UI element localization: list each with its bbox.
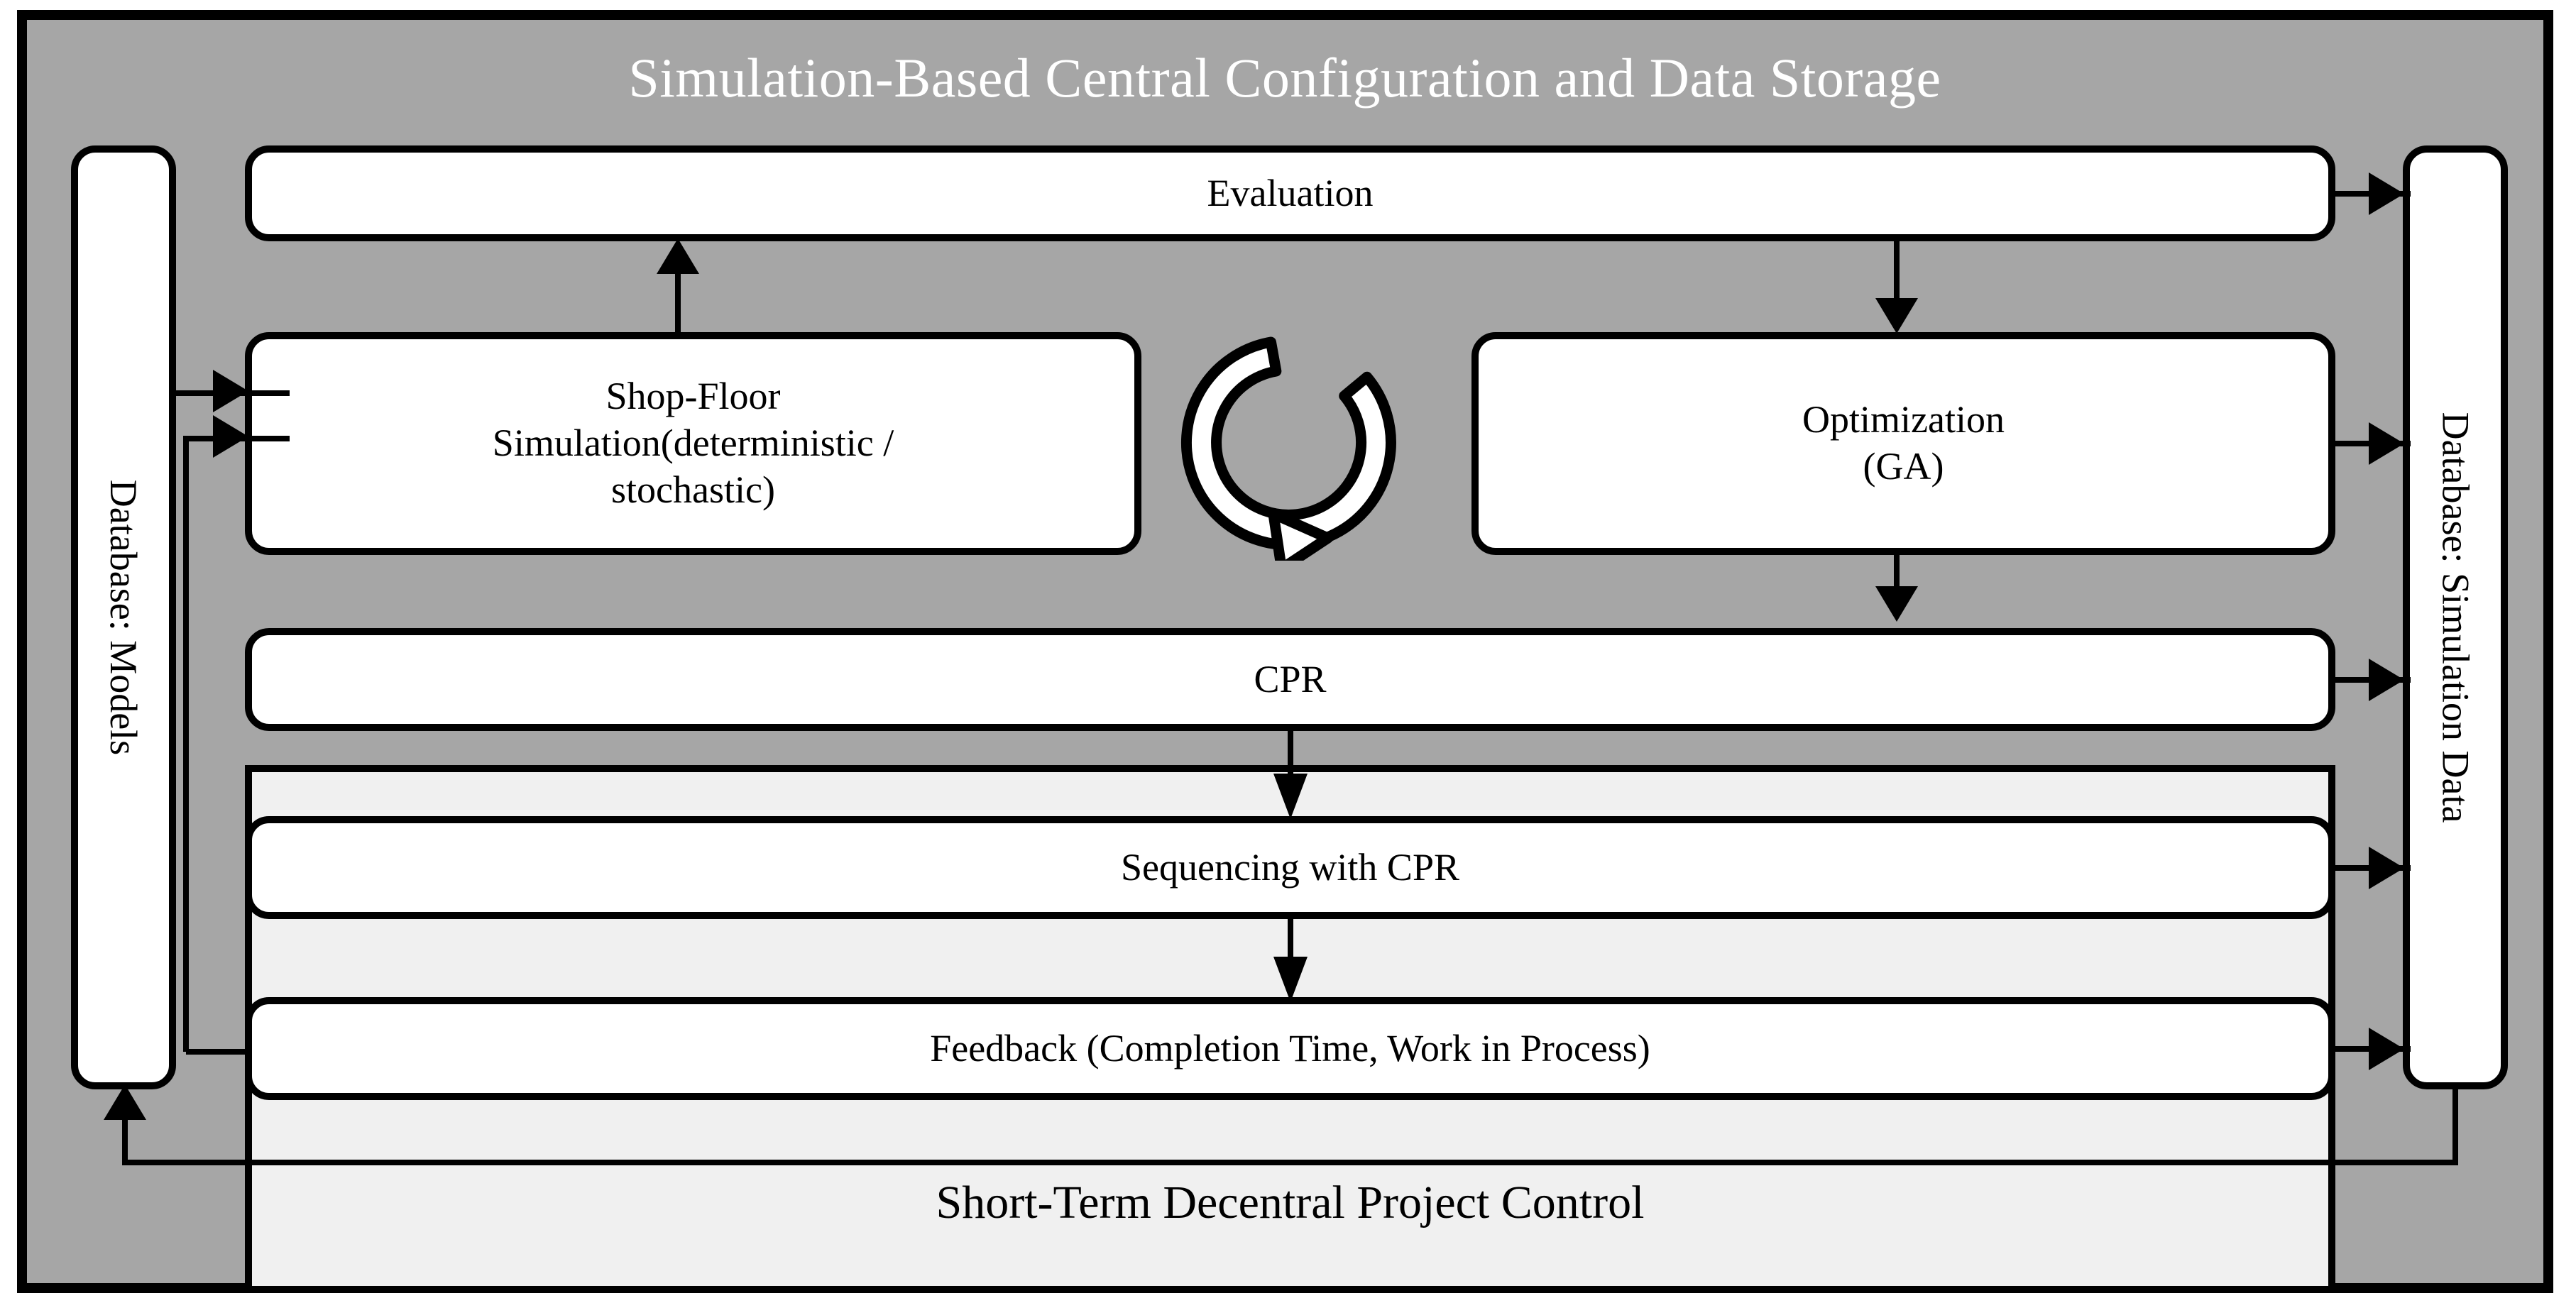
arrowhead-sequencing-to-feedback bbox=[1273, 957, 1308, 1002]
connector-shopfloor-to-evaluation bbox=[675, 248, 681, 335]
node-optimization-line2: (GA) bbox=[1863, 445, 1944, 488]
node-shop-floor-line3: stochastic) bbox=[611, 468, 775, 511]
connector-evaluation-to-optimization bbox=[1894, 238, 1900, 309]
database-models-column[interactable]: Database: Models bbox=[71, 145, 176, 1089]
connector-sequencing-to-feedback bbox=[1288, 916, 1293, 980]
decentral-panel-title: Short-Term Decentral Project Control bbox=[936, 1177, 1645, 1228]
arrowhead-optimization-to-cpr bbox=[1875, 586, 1918, 622]
arrowhead-evaluation-to-optimization bbox=[1875, 298, 1918, 334]
connector-simdata-return-bottom bbox=[122, 1160, 2458, 1165]
arrowhead-cpr-to-sequencing bbox=[1273, 774, 1308, 819]
database-simulation-data-column[interactable]: Database: Simulation Data bbox=[2403, 145, 2508, 1089]
database-simulation-data-label: Database: Simulation Data bbox=[2434, 412, 2477, 823]
connector-feedback-left-stub bbox=[186, 1049, 251, 1055]
node-shop-floor-line1: Shop-Floor bbox=[605, 375, 781, 418]
arrowhead-cpr-to-simdata bbox=[2369, 659, 2404, 701]
node-sequencing-label: Sequencing with CPR bbox=[1120, 845, 1459, 889]
arrowhead-return-to-models bbox=[104, 1084, 146, 1120]
arrowhead-models-to-shopfloor bbox=[213, 370, 248, 412]
node-sequencing-with-cpr[interactable]: Sequencing with CPR bbox=[245, 816, 2335, 919]
node-optimization-ga[interactable]: Optimization (GA) bbox=[1471, 332, 2335, 555]
node-optimization-line1: Optimization bbox=[1802, 398, 2005, 441]
node-cpr[interactable]: CPR bbox=[245, 628, 2335, 731]
node-shop-floor-line2: Simulation(deterministic / bbox=[492, 422, 894, 465]
connector-optimization-to-cpr bbox=[1894, 552, 1900, 596]
database-models-label: Database: Models bbox=[102, 479, 146, 756]
connector-cpr-to-sequencing bbox=[1288, 728, 1293, 792]
node-evaluation[interactable]: Evaluation bbox=[245, 145, 2335, 241]
connector-feedback-riser bbox=[183, 439, 189, 1052]
cycle-refresh-icon bbox=[1171, 326, 1405, 574]
arrowhead-shopfloor-to-evaluation bbox=[657, 238, 699, 274]
node-feedback-label: Feedback (Completion Time, Work in Proce… bbox=[930, 1026, 1650, 1070]
arrowhead-feedback-to-shopfloor bbox=[213, 415, 248, 458]
arrowhead-evaluation-to-simdata bbox=[2369, 172, 2404, 215]
arrowhead-optimization-to-simdata bbox=[2369, 422, 2404, 465]
connector-simdata-return-drop bbox=[2452, 1086, 2458, 1164]
node-evaluation-label: Evaluation bbox=[1207, 171, 1374, 214]
connector-simdata-return-rise bbox=[122, 1114, 128, 1162]
arrowhead-sequencing-to-simdata bbox=[2369, 847, 2404, 889]
arrowhead-feedback-to-simdata bbox=[2369, 1028, 2404, 1070]
node-shop-floor-simulation[interactable]: Shop-Floor Simulation(deterministic / st… bbox=[245, 332, 1141, 555]
central-panel-title: Simulation-Based Central Configuration a… bbox=[628, 47, 1941, 109]
node-feedback[interactable]: Feedback (Completion Time, Work in Proce… bbox=[245, 997, 2335, 1100]
node-cpr-label: CPR bbox=[1254, 657, 1327, 700]
